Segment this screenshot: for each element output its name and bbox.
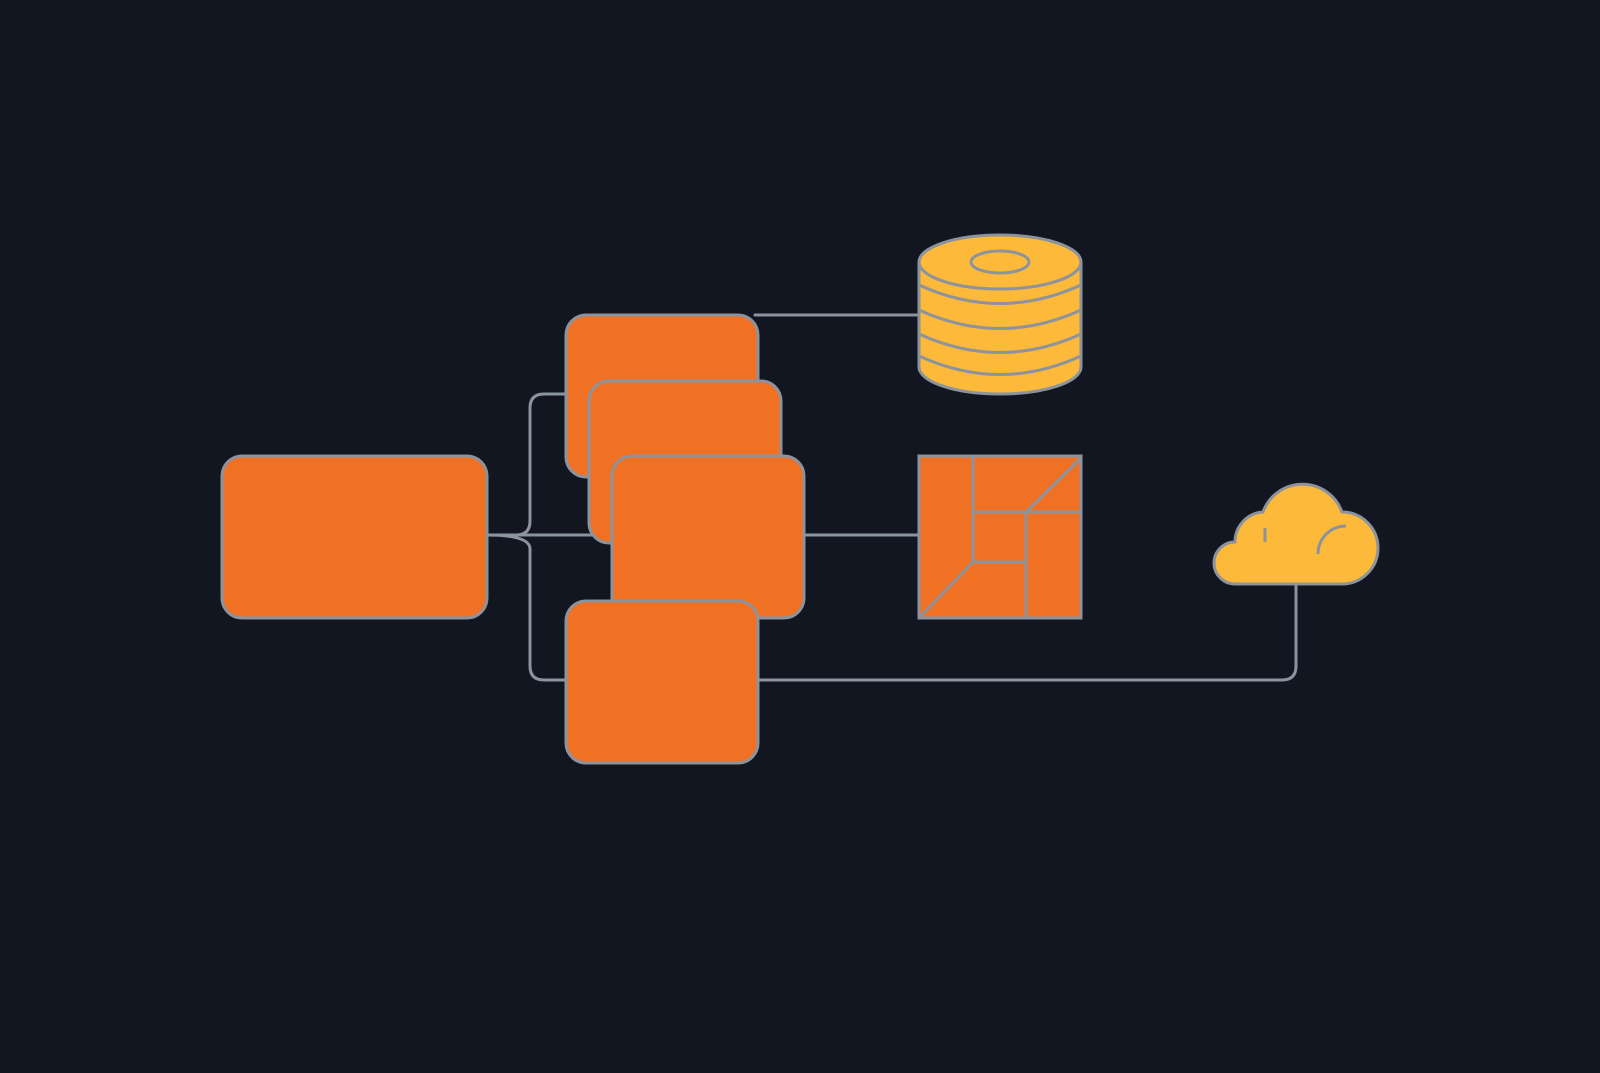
service-node-stack — [564, 313, 806, 765]
database-icon[interactable] — [917, 233, 1083, 396]
service-node-4[interactable] — [564, 599, 760, 765]
source-service-node[interactable] — [220, 454, 489, 620]
cloud-icon[interactable] — [1212, 482, 1380, 586]
connector-source-to-bottom-node — [485, 533, 568, 682]
connector-bottom-node-to-cloud — [753, 582, 1298, 682]
grid-icon[interactable] — [917, 454, 1083, 620]
service-node-3[interactable] — [610, 454, 806, 620]
connectors — [485, 313, 1298, 682]
